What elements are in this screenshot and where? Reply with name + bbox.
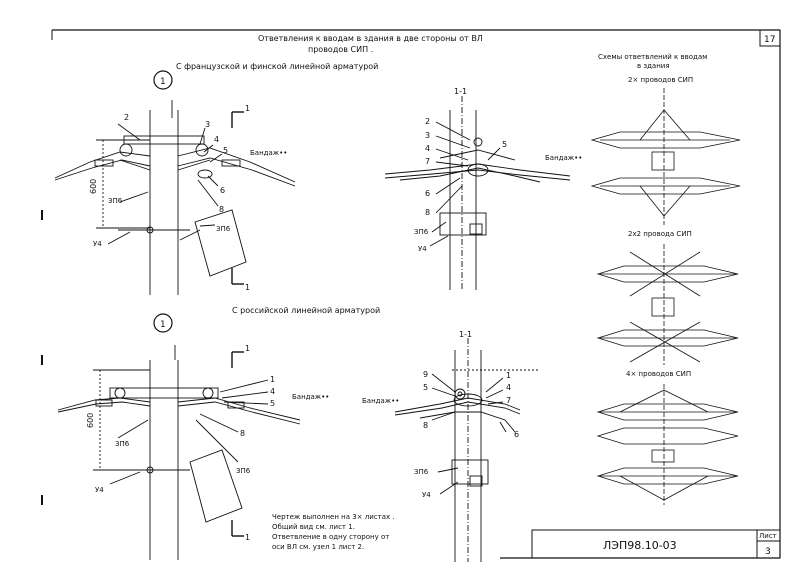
schemes-title-line1: Схемы ответвлений к вводам (598, 53, 707, 61)
label-u4-bottom: У4 (95, 486, 104, 494)
cut-label-top-a: 1 (245, 104, 250, 113)
label-zp6-top-r: ЗП6 (216, 225, 231, 233)
scheme-label-2: 2х2 провода СИП (628, 230, 692, 238)
label-7-sec-top: 7 (425, 157, 430, 166)
label-6-sec-top: 6 (425, 189, 430, 198)
label-5-sec-bottom: 5 (423, 383, 428, 392)
scheme-diagram-2 (596, 244, 739, 365)
section-title-bottom: С российской линейной арматурой (232, 306, 380, 315)
label-3-top: 3 (205, 120, 210, 129)
label-8-sec-top: 8 (425, 208, 430, 217)
cut-label-bottom-b: 1 (245, 533, 250, 542)
node-number-top: 1 (160, 77, 166, 87)
label-4-sec-top: 4 (425, 144, 430, 153)
view-top-left (54, 70, 296, 295)
note-line3: Ответвление в одну сторону от (272, 533, 389, 541)
label-2-top: 2 (124, 113, 129, 122)
scheme-label-1: 2× проводов СИП (628, 76, 693, 84)
sheet-number: 17 (764, 35, 775, 45)
label-6-top: 6 (220, 186, 225, 195)
view-bottom-section (394, 338, 540, 562)
stamp-list-label: Лист (759, 532, 777, 540)
label-8-sec-bottom: 8 (423, 421, 428, 430)
label-9-sec-bottom: 9 (423, 370, 428, 379)
label-4-top: 4 (214, 135, 219, 144)
label-bandage-top-l: Бандаж•• (250, 149, 287, 157)
cut-label-bottom-a: 1 (245, 344, 250, 353)
label-4-sec-bottom: 4 (506, 383, 511, 392)
dimension-600-top: 600 (89, 179, 98, 194)
stamp-code: ЛЭП98.10-03 (603, 539, 677, 552)
stamp-list-number: 3 (765, 547, 771, 557)
label-7-sec-bottom: 7 (506, 396, 511, 405)
note-line2: Общий вид см. лист 1. (272, 523, 355, 531)
cut-view-label-top: 1-1 (454, 87, 467, 96)
label-5-sec-top: 5 (502, 140, 507, 149)
scheme-diagram-3 (596, 384, 739, 505)
label-1-bottom: 1 (270, 375, 275, 384)
label-5-top: 5 (223, 146, 228, 155)
cut-view-label-bottom: 1-1 (459, 330, 472, 339)
dimension-600-bottom: 600 (86, 413, 95, 428)
label-2-sec-top: 2 (425, 117, 430, 126)
title-line2: проводов СИП . (308, 45, 373, 54)
title-line1: Ответвления к вводам в здания в две стор… (258, 34, 483, 43)
label-u4-top: У4 (93, 240, 102, 248)
label-zp6-top-l: ЗП6 (108, 197, 123, 205)
label-8-top: 8 (219, 205, 224, 214)
view-bottom-left (57, 313, 301, 560)
label-u4-sec-bottom: У4 (422, 491, 431, 499)
schemes-title-line2: в здания (637, 62, 670, 70)
scheme-label-3: 4× проводов СИП (626, 370, 691, 378)
label-zp6-sec-bottom: ЗП6 (414, 468, 429, 476)
view-top-section (384, 96, 571, 290)
label-zp6-bottom-r: ЗП6 (236, 467, 251, 475)
cut-label-top-b: 1 (245, 283, 250, 292)
label-8-bottom: 8 (240, 429, 245, 438)
label-3-sec-top: 3 (425, 131, 430, 140)
label-6-sec-bottom: 6 (514, 430, 519, 439)
label-zp6-sec-top: ЗП6 (414, 228, 429, 236)
label-4-bottom: 4 (270, 387, 275, 396)
node-number-bottom: 1 (160, 320, 166, 330)
label-bandage-sec-bottom: Бандаж•• (362, 397, 399, 405)
label-1-sec-bottom: 1 (506, 371, 511, 380)
scheme-diagram-1 (590, 88, 741, 225)
note-line1: Чертеж выполнен на 3× листах . (272, 513, 395, 521)
label-zp6-bottom-l: ЗП6 (115, 440, 130, 448)
label-5-bottom: 5 (270, 399, 275, 408)
label-u4-sec-top: У4 (418, 245, 427, 253)
sheet-frame (51, 29, 781, 559)
label-bandage-sec-top: Бандаж•• (545, 154, 582, 162)
note-line4: оси ВЛ см. узел 1 лист 2. (272, 543, 364, 551)
section-title-top: С французской и финской линейной арматур… (176, 62, 378, 71)
label-bandage-bottom-l: Бандаж•• (292, 393, 329, 401)
